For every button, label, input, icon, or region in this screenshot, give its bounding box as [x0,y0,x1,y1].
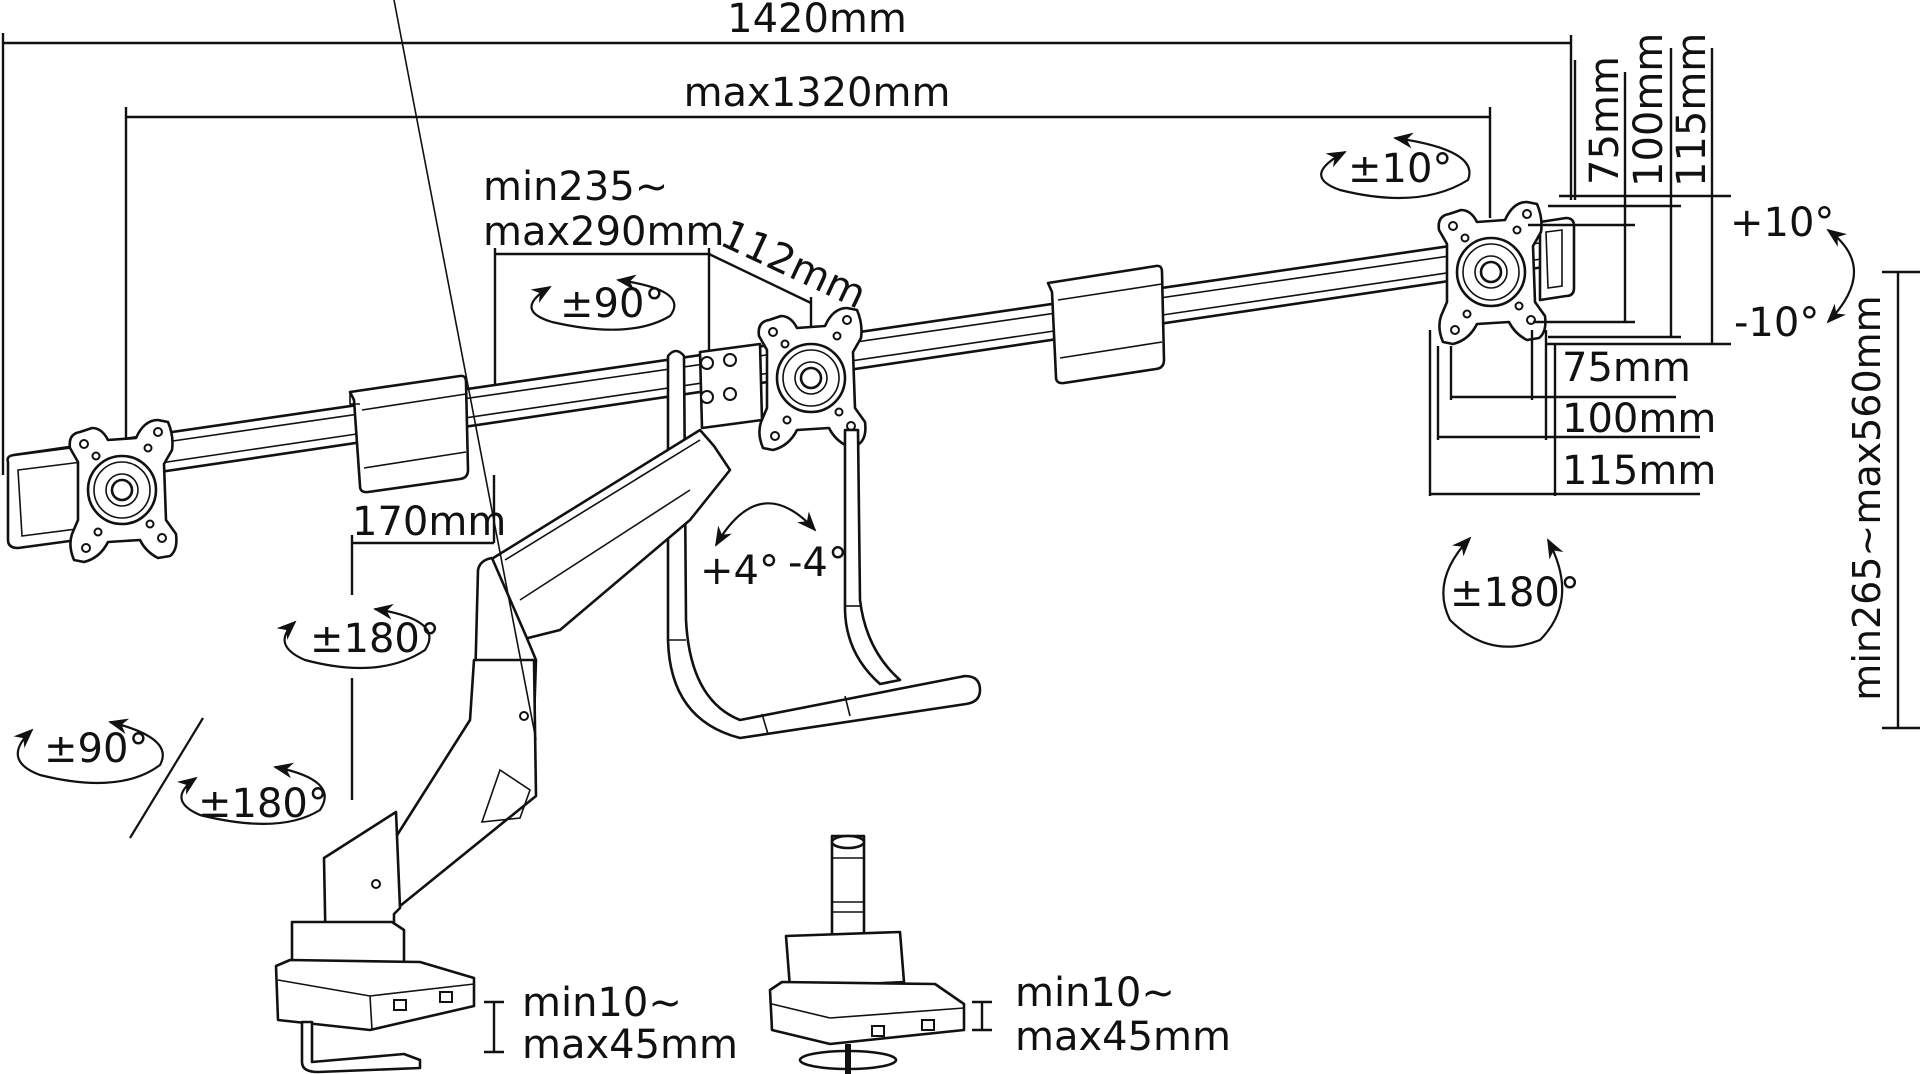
center-offset-label: 112mm [714,211,873,318]
arm-reach-min-label: min235~ [483,164,668,210]
vesa-vertical-dimensions: 75mm 100mm 115mm [1528,33,1731,346]
swivel-indicator-right: ±10° [1320,132,1471,200]
arm-reach-dimension: min235~ max290mm 112mm [483,164,873,392]
center-tilt-plus-label: +4° [700,548,779,594]
center-tilt-minus-label: -4° [788,540,848,586]
tilt-down-label: -10° [1734,300,1819,346]
gas-spring-arm [322,0,732,980]
right-rotate-label: ±180° [1450,570,1580,616]
rotate-indicator-right: ±180° [1442,536,1580,648]
overall-width-label: 1420mm [727,0,907,42]
vesa-h-75-label: 75mm [1562,345,1691,391]
desk-clamp [274,920,476,1074]
base-swivel-label: ±90° [44,726,148,772]
center-swivel-label: ±90° [560,281,664,327]
vesa-plate-left [68,418,178,564]
clamp-min-label: min10~ [522,980,682,1026]
arm-rotate-label: ±180° [310,616,440,662]
tilt-up-label: +10° [1730,200,1834,246]
height-range-label: min265~max560mm [1845,295,1889,700]
rotate-indicator-base: ±180° [176,762,328,827]
base-rotate-label: ±180° [198,781,328,827]
rail-slider-left [348,374,470,494]
side-offset-label: 170mm [352,499,506,545]
vesa-v-100-label: 100mm [1626,33,1672,187]
center-bracket [698,342,764,430]
arm-reach-max-label: max290mm [483,209,724,255]
vesa-plate-right [1437,200,1547,346]
swivel-indicator-base: ±90° [13,717,204,839]
vesa-v-115-label: 115mm [1669,33,1715,187]
clamp-thickness-dimension: min10~ max45mm [484,980,738,1068]
vesa-v-75-label: 75mm [1582,56,1628,185]
rail-slider-right [1046,264,1166,385]
grommet-base [768,834,966,1074]
overall-width-dimension: 1420mm [1,0,1573,475]
vesa-h-100-label: 100mm [1562,396,1716,442]
clamp-max-label: max45mm [522,1022,738,1068]
right-swivel-label: ±10° [1348,146,1452,192]
max-span-label: max1320mm [684,70,951,116]
vesa-horizontal-dimensions: 75mm 100mm 115mm [1428,330,1716,496]
swivel-indicator-center: ±90° [530,274,676,331]
tilt-indicator-center: +4° -4° [700,502,848,594]
grommet-max-label: max45mm [1015,1014,1231,1060]
vesa-h-115-label: 115mm [1562,448,1716,494]
rotate-indicator-arm: ±180° [276,603,440,670]
grommet-min-label: min10~ [1015,970,1175,1016]
tilt-indicator: +10° -10° [1730,200,1856,346]
max-span-dimension: max1320mm [124,70,1492,455]
side-offset-dimension: 170mm [350,475,506,800]
height-range-dimension: min265~max560mm [1845,270,1920,730]
grommet-thickness-dimension: min10~ max45mm [972,970,1231,1060]
